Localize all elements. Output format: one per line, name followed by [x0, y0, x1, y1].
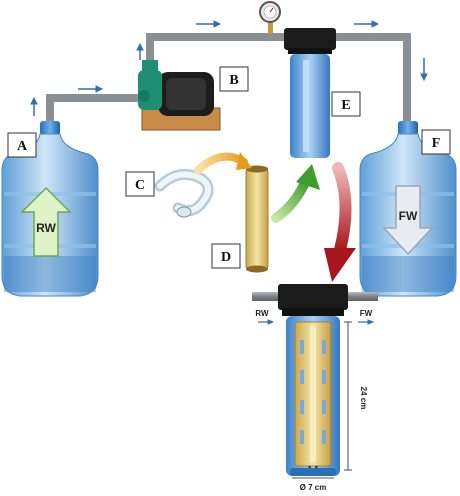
pump-outlet [142, 60, 158, 74]
bottle-cap [40, 121, 60, 135]
label-box-d: D [211, 243, 241, 269]
housing-inlet-label: RW [255, 309, 269, 318]
cartridge-bottom [246, 265, 268, 273]
filtered-water-bottle: FW [359, 121, 457, 297]
bottle-left-label: RW [36, 221, 56, 235]
tube-end [176, 206, 192, 218]
pipe-network [46, 20, 411, 126]
flow-arrows [30, 20, 428, 116]
label-a-text: A [17, 139, 28, 154]
flow-arrow-icon [136, 42, 144, 60]
flow-arrow-icon [78, 85, 104, 93]
label-b-text: B [229, 73, 238, 88]
tubing-sample [154, 168, 214, 218]
detail-bowl-bottom [290, 468, 336, 476]
water-pump [138, 60, 221, 131]
pipe-right-vertical [403, 33, 411, 121]
inlet-arrow-icon [258, 319, 275, 325]
label-c-text: C [135, 178, 145, 193]
filter-housing-detail: RW FW 24 cm Ø 7 cm [252, 284, 378, 492]
pipe-top [146, 33, 410, 41]
up-arrow-icon [20, 186, 72, 257]
pump-inlet [138, 90, 150, 102]
bottle-cap [398, 121, 418, 135]
raw-water-bottle: RW [1, 121, 99, 297]
bottle-right-label: FW [399, 209, 418, 223]
label-box-f: F [421, 129, 451, 155]
label-e-text: E [341, 98, 350, 113]
pressure-gauge [259, 1, 281, 23]
filter-housing-top [284, 28, 336, 158]
housing-outlet-label: FW [360, 309, 373, 318]
flow-arrow-icon [196, 20, 222, 28]
bottle-water-level [362, 256, 454, 292]
housing-cap-ring [288, 48, 332, 54]
filter-cartridge [245, 165, 269, 273]
pipe-left-vertical [46, 96, 54, 126]
flow-arrow-icon [354, 20, 380, 28]
label-box-a: A [7, 132, 37, 158]
red-arrow-icon [324, 162, 356, 282]
cartridge-body [245, 167, 269, 271]
housing-cap [284, 28, 336, 50]
green-arrow-icon [271, 164, 320, 223]
orange-arrow-icon [194, 152, 252, 174]
pipe-pump-riser [146, 38, 154, 74]
label-f-text: F [432, 136, 441, 151]
diameter-dimension-label: Ø 7 cm [300, 483, 327, 492]
flow-arrow-icon [420, 58, 428, 82]
flow-arrow-icon [30, 96, 38, 116]
height-dimension-label: 24 cm [359, 387, 368, 410]
cartridge-top [246, 165, 268, 173]
detail-perforations [300, 340, 326, 444]
housing-highlight [303, 60, 309, 152]
bottle-water-level [4, 256, 96, 292]
pump-head [138, 70, 162, 110]
detail-cap [278, 284, 348, 310]
label-d-text: D [221, 250, 231, 265]
down-arrow-icon [382, 185, 434, 256]
detail-core [310, 326, 316, 462]
label-box-e: E [331, 91, 361, 117]
outlet-arrow-icon [358, 319, 375, 325]
detail-cap-ring [282, 308, 344, 316]
housing-bowl [290, 54, 330, 158]
label-box-b: B [219, 66, 249, 92]
label-box-c: C [125, 171, 155, 197]
pipe-left-horizontal [46, 94, 142, 102]
pump-motor-fins [166, 78, 206, 110]
gauge-stem [268, 20, 273, 34]
